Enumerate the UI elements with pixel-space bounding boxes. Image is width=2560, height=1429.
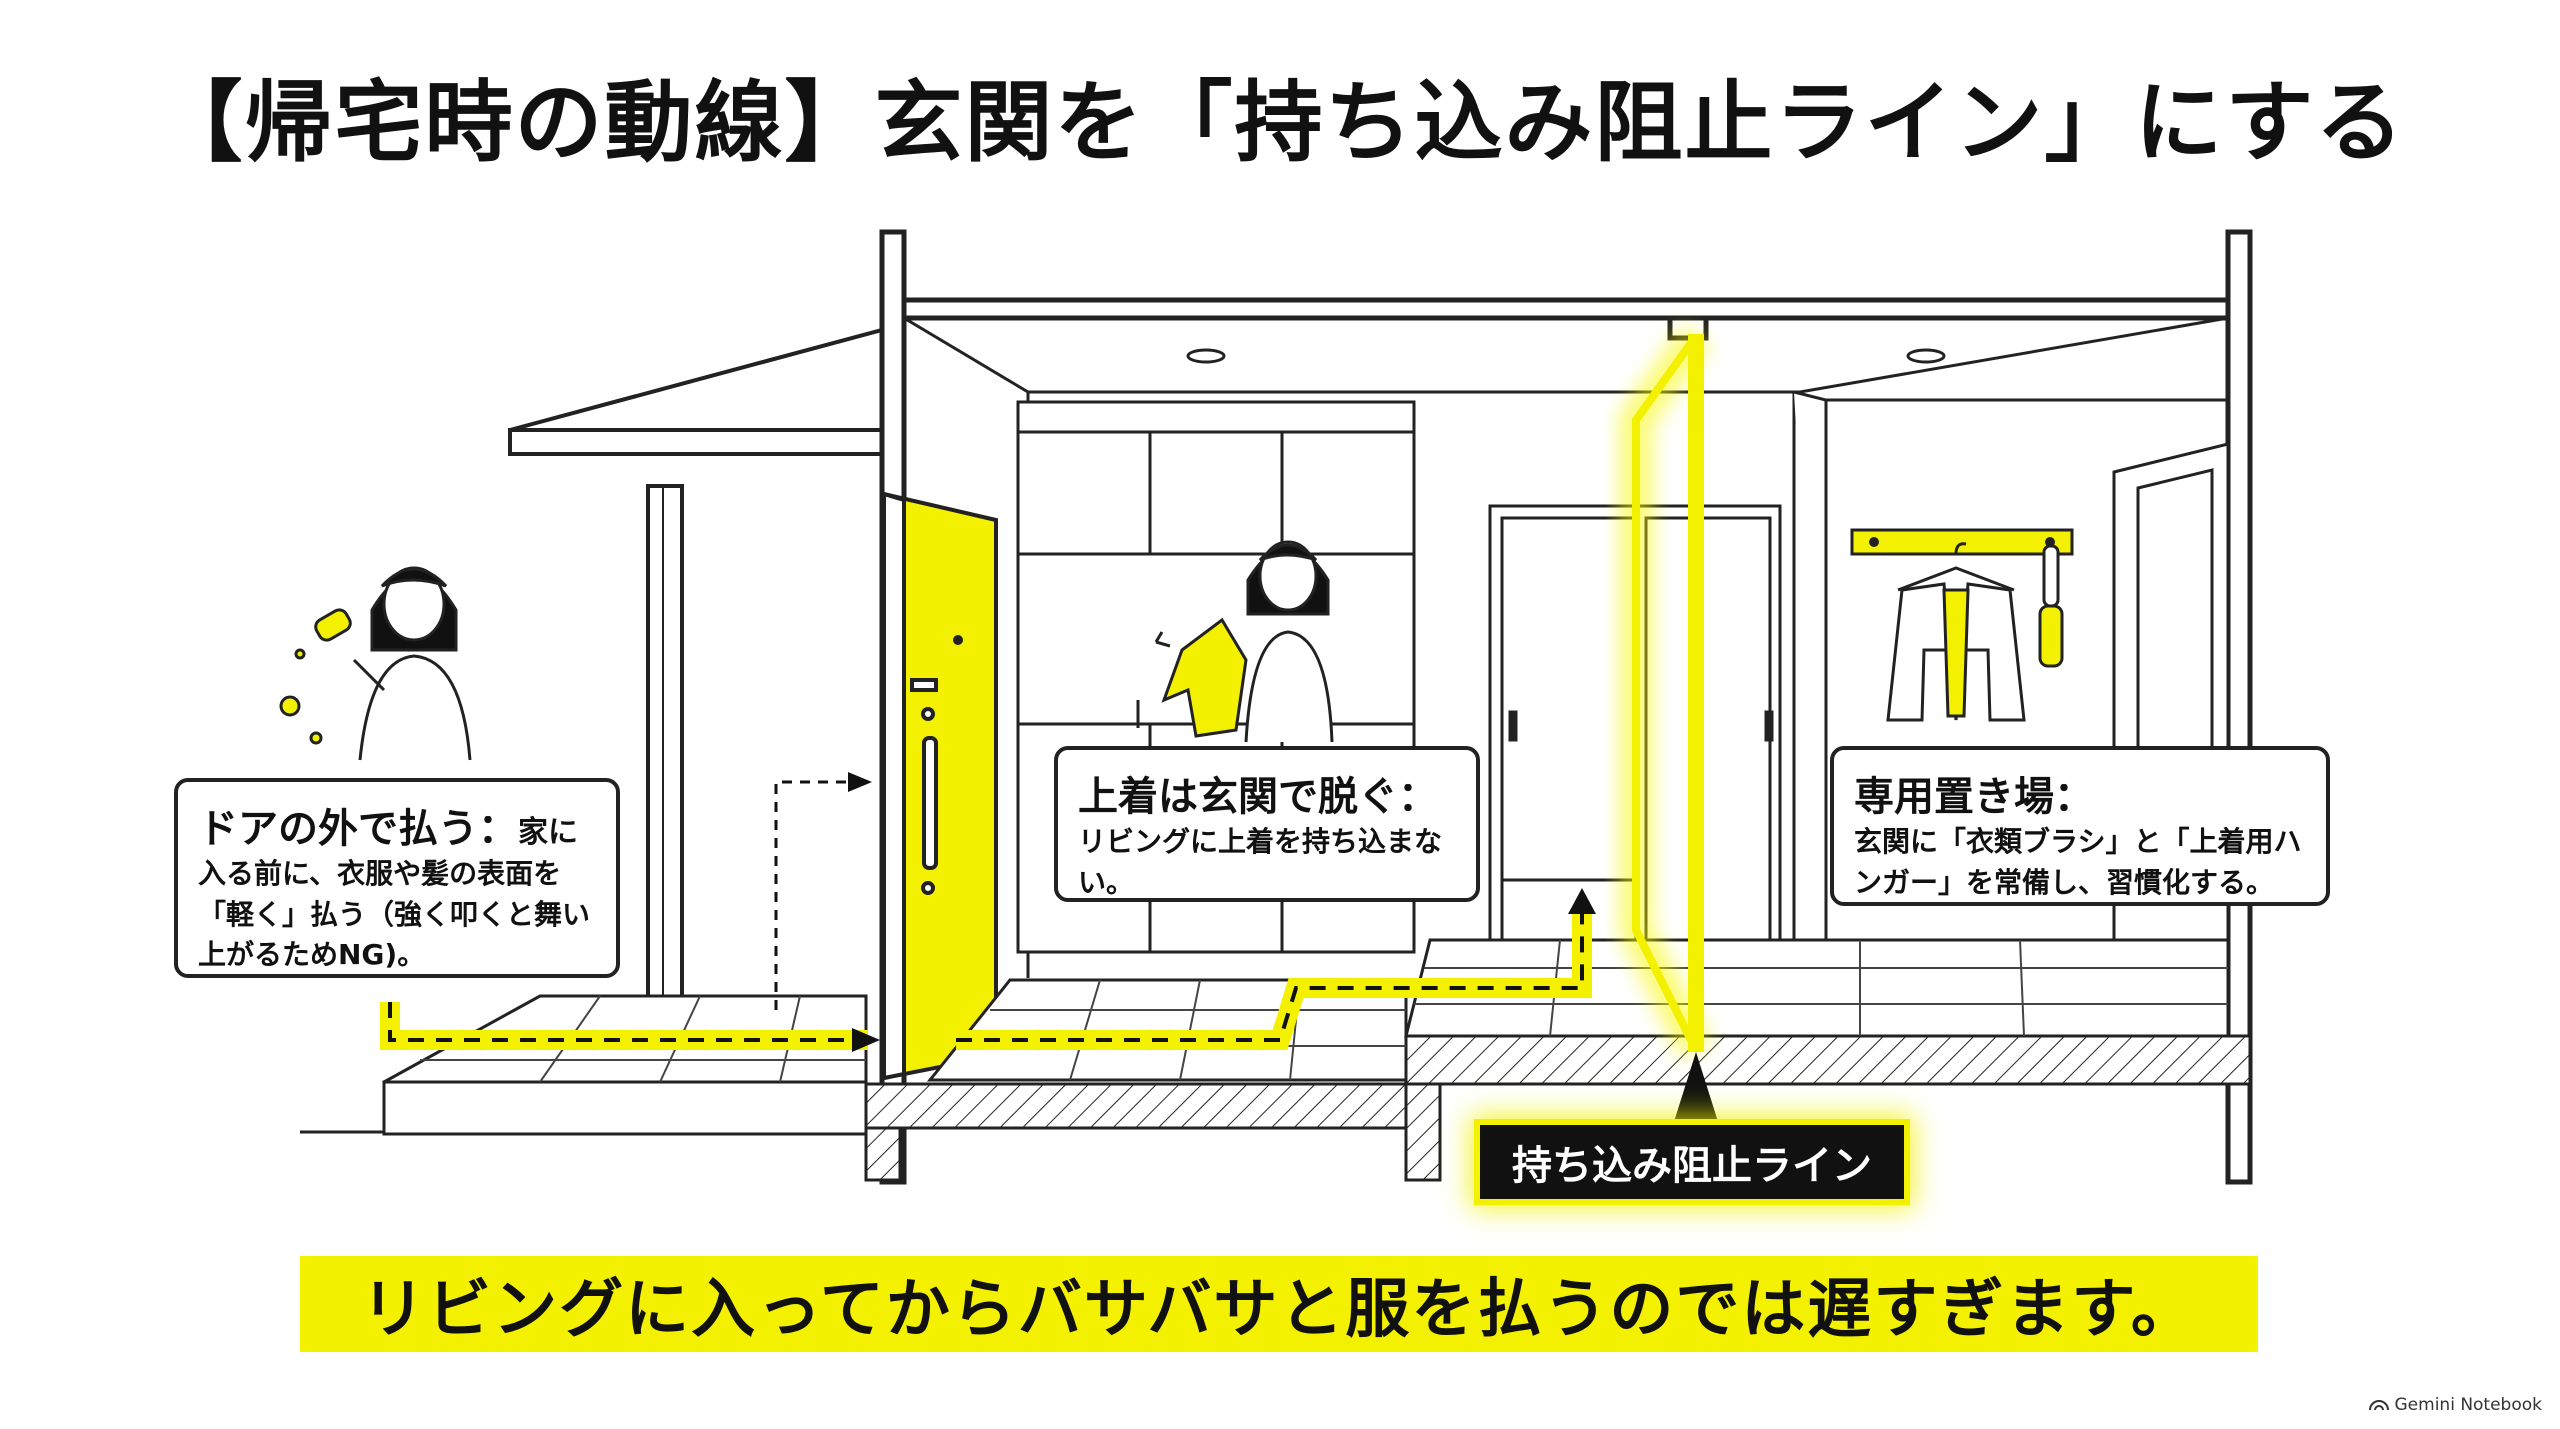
callout-outside-head: ドアの外で払う： [198, 806, 518, 852]
barrier-line [1619, 326, 1720, 1128]
porch-roof [508, 327, 884, 456]
barrier-line-label: 持ち込み阻止ライン [1480, 1125, 1904, 1199]
bottom-banner: リビングに入ってからバサバサと服を払うのでは遅すぎます。 [300, 1256, 2258, 1352]
brand-footer: Gemini Notebook [2368, 1395, 2543, 1415]
hanger-rail [1850, 528, 2074, 556]
person-brushing-hair [279, 566, 472, 761]
callout-storage-head: 専用置き場： [1854, 774, 2094, 820]
callout-storage: 専用置き場： 玄関に「衣類ブラシ」と「上着用ハンガー」を常備し、習慣化する。 [1830, 746, 2330, 906]
brand-name: Gemini Notebook [2394, 1395, 2543, 1415]
page-title: 【帰宅時の動線】玄関を「持ち込み阻止ライン」にする [154, 71, 2406, 174]
entrance-door [882, 491, 998, 1081]
callout-outside-inline: 家に [518, 815, 578, 850]
callout-entry-body: リビングに上着を持ち込まない。 [1078, 825, 1443, 899]
brand-logo-icon [2368, 1400, 2389, 1411]
callout-remove-jacket: 上着は玄関で脱ぐ： リビングに上着を持ち込まない。 [1054, 746, 1480, 902]
jacket-on-hanger [1886, 542, 2026, 722]
movement-path [380, 772, 1596, 1052]
callout-outside-body: 入る前に、衣服や髪の表面を「軽く」払う（強く叩くと舞い上がるためNG)。 [198, 857, 591, 972]
callout-entry-head: 上着は玄関で脱ぐ： [1078, 774, 1438, 820]
callout-storage-body: 玄関に「衣類ブラシ」と「上着用ハンガー」を常備し、習慣化する。 [1854, 825, 2302, 899]
clothes-brush-icon [2038, 544, 2064, 668]
callout-outside-brush: ドアの外で払う：家に 入る前に、衣服や髪の表面を「軽く」払う（強く叩くと舞い上が… [174, 778, 620, 978]
porch-pillar [646, 484, 684, 1012]
person-removing-jacket [1154, 540, 1334, 743]
